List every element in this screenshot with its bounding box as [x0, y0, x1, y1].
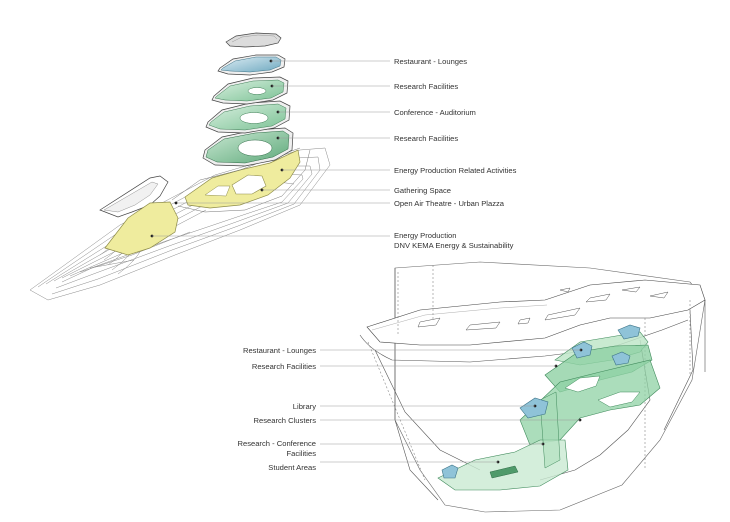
label-student-areas: Student Areas	[268, 463, 316, 472]
label-conference-auditorium: Conference - Auditorium	[394, 108, 476, 117]
label-library: Library	[292, 402, 316, 411]
floor-conference-auditorium	[205, 100, 291, 134]
label-gathering-space: Gathering Space	[394, 186, 451, 195]
label-research-facilities-2: Research Facilities	[394, 134, 459, 143]
top-leader-lines	[152, 60, 390, 237]
top-stack-diagram	[29, 32, 390, 301]
floor-restaurant-lounges	[217, 54, 286, 76]
bottom-section-diagram	[320, 261, 706, 513]
label-dnv-kema: DNV KEMA Energy & Sustainability	[394, 241, 514, 250]
label-energy-production: Energy Production	[394, 231, 457, 240]
label-research-facilities-1: Research Facilities	[394, 82, 459, 91]
label-restaurant-lounges: Restaurant - Lounges	[394, 57, 468, 66]
green-program-floors	[437, 331, 661, 491]
bottom-leader-lines	[320, 349, 581, 463]
floor-research-facilities-2	[202, 127, 294, 167]
label-research-conference: Research - Conference	[237, 439, 316, 448]
floor-research-facilities-1	[211, 76, 289, 105]
roof-slab	[225, 32, 282, 48]
label-research-facilities-b: Research Facilities	[251, 362, 316, 371]
label-restaurant-lounges-b: Restaurant - Lounges	[242, 346, 316, 355]
label-energy-production-related: Energy Production Related Activities	[394, 166, 517, 175]
label-facilities: Facilities	[286, 449, 316, 458]
label-research-clusters: Research Clusters	[253, 416, 316, 425]
blue-program-volumes	[441, 324, 641, 479]
label-open-air-theatre: Open Air Theatre - Urban Plazza	[394, 199, 505, 208]
energy-production-slab	[104, 201, 179, 256]
